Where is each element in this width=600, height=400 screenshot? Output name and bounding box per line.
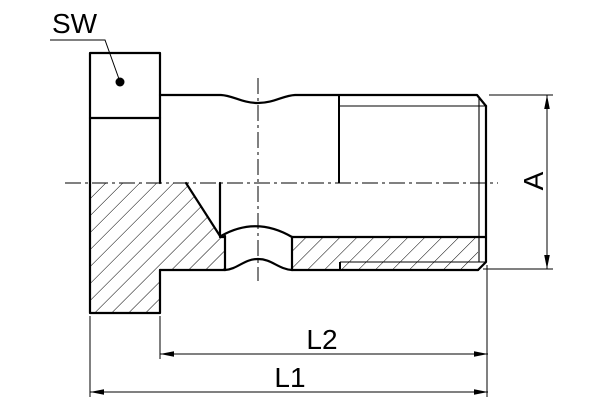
sw-leader-dot xyxy=(115,77,125,87)
centerlines xyxy=(65,78,498,281)
sw-leader-line xyxy=(50,39,120,80)
bore-cone-line xyxy=(184,181,222,238)
cross-hole-bore-arc xyxy=(219,225,294,239)
l2-label: L2 xyxy=(306,324,337,355)
l1-arrow-right xyxy=(474,389,488,395)
cross-hole-bottom-saddle xyxy=(223,257,294,272)
hatch-head-and-shank xyxy=(90,183,225,313)
a-extension-lines xyxy=(483,94,553,270)
part-outline xyxy=(88,51,488,315)
sw-label: SW xyxy=(52,8,98,39)
a-arrow-top xyxy=(544,95,550,109)
a-arrow-bottom xyxy=(544,255,550,269)
l1-arrow-left xyxy=(90,389,104,395)
shank-top-outline xyxy=(158,93,488,108)
hatch-lower-wall xyxy=(292,237,478,270)
section-hatching xyxy=(90,183,478,313)
l2-arrow-right xyxy=(474,351,488,357)
l1-label: L1 xyxy=(274,362,305,393)
dimensions: SW A L2 L1 xyxy=(50,8,553,397)
a-label: A xyxy=(518,171,549,190)
end-face-line xyxy=(476,104,488,272)
l2-arrow-left xyxy=(160,351,174,357)
